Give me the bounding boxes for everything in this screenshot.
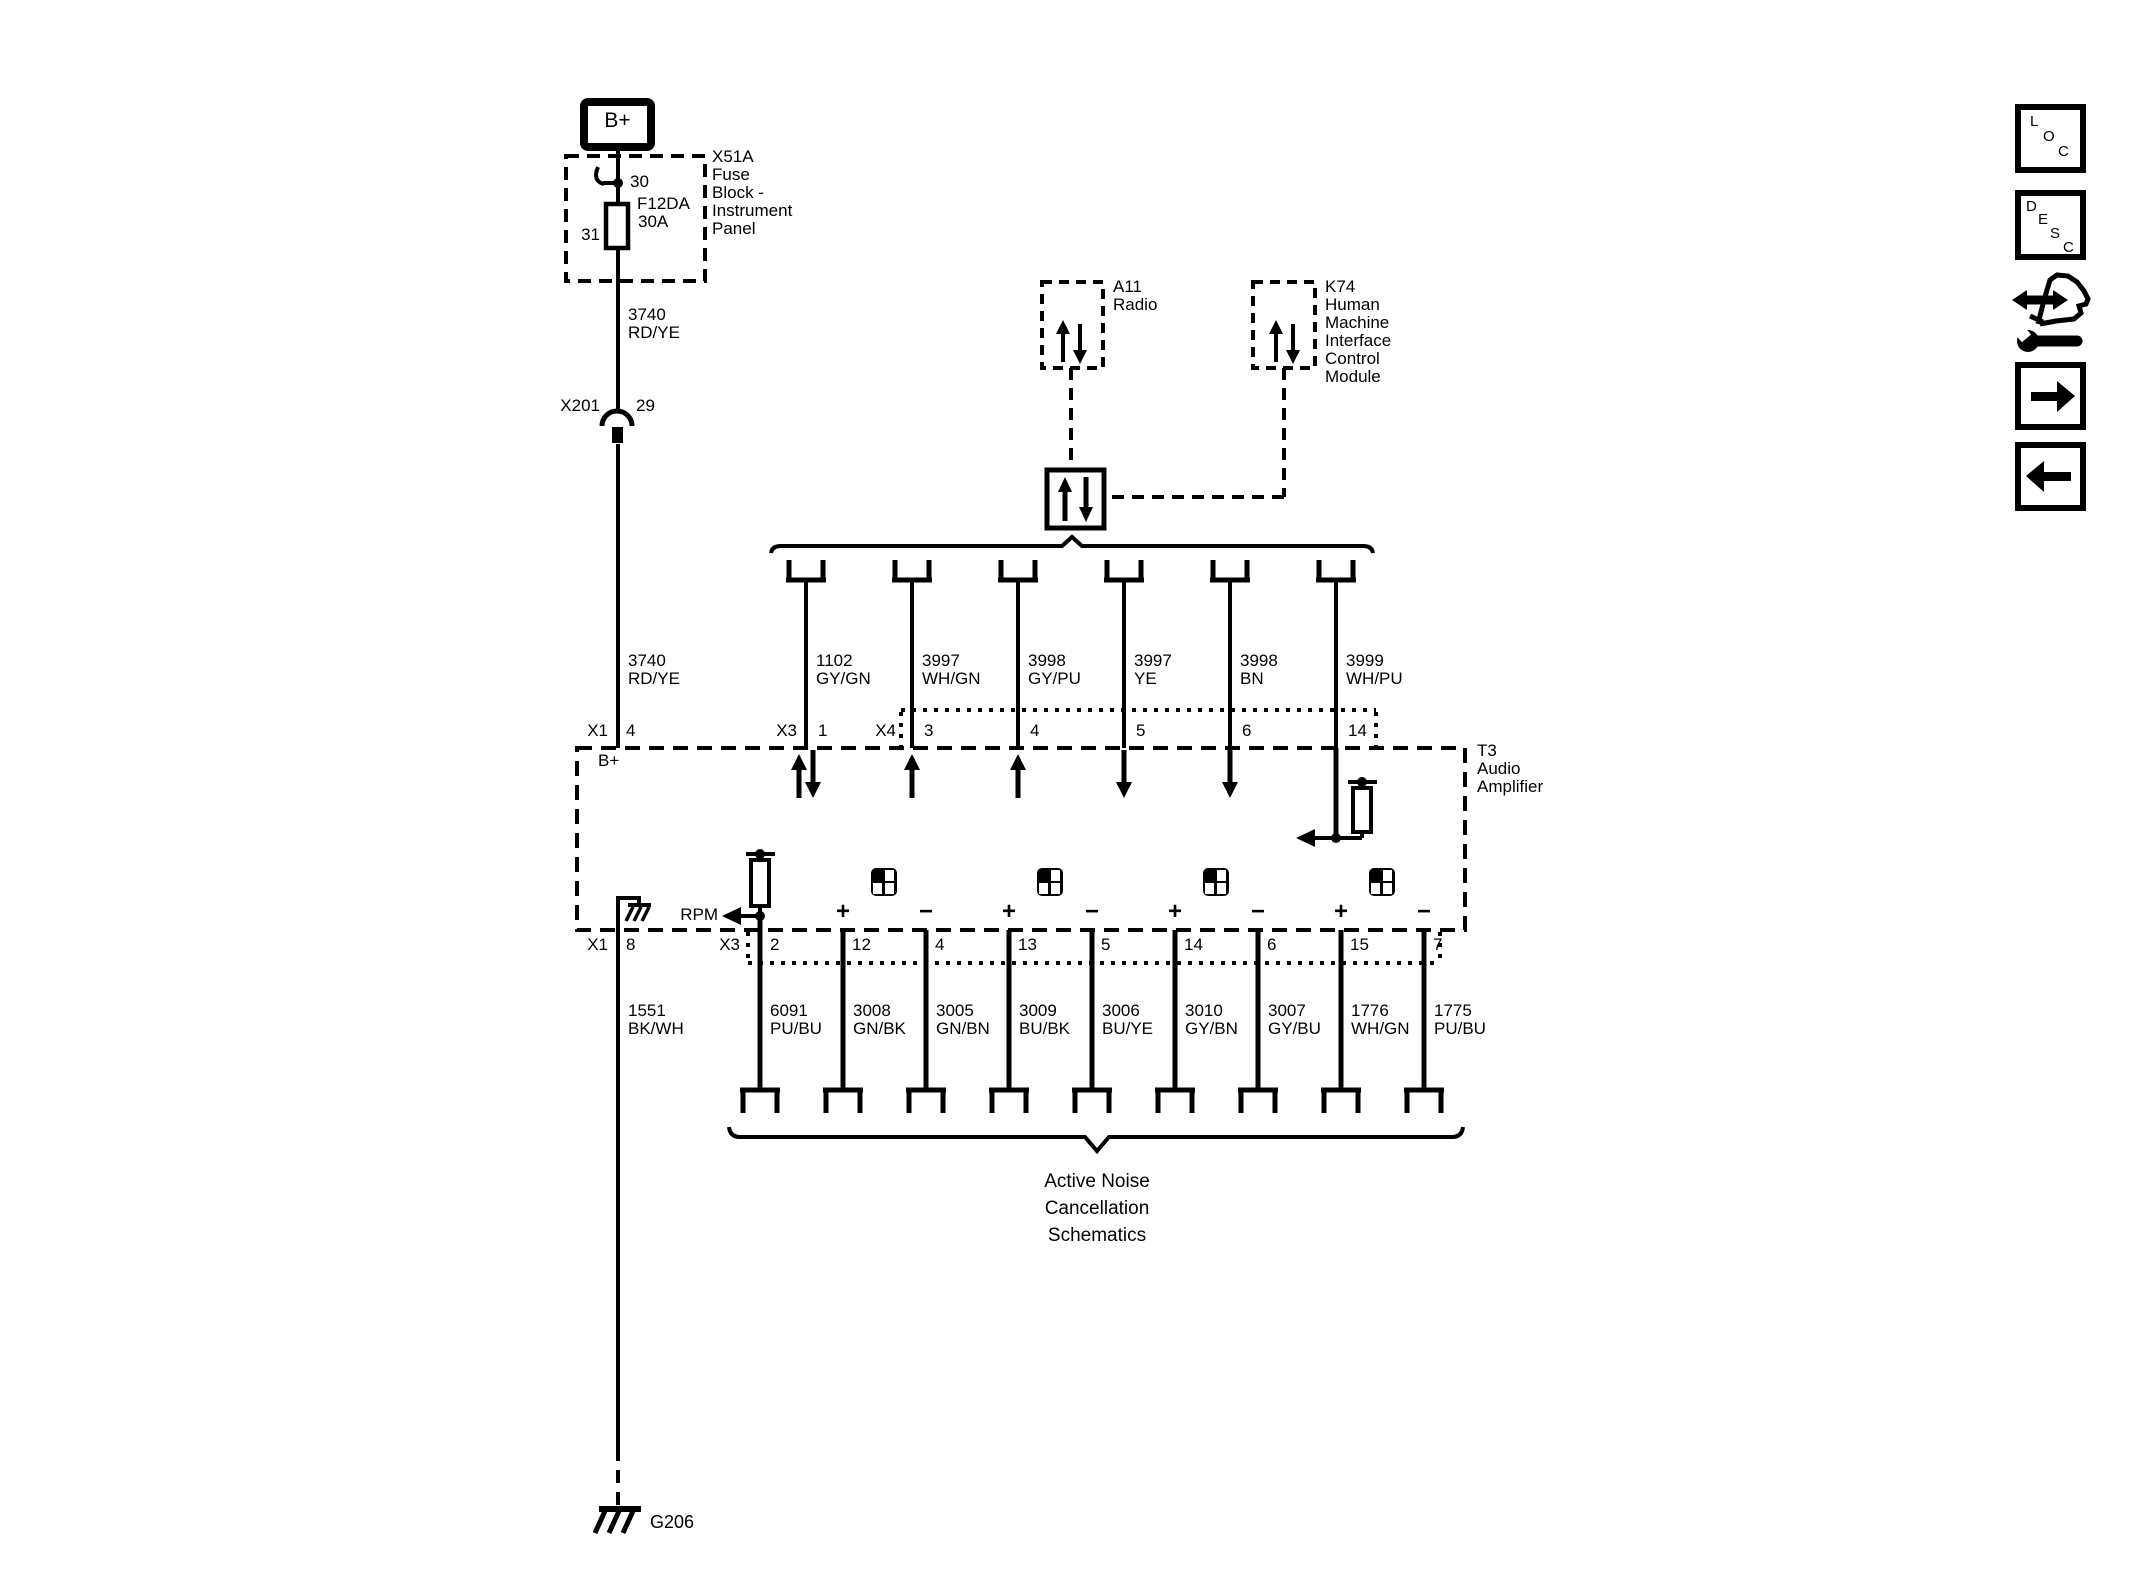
top-pin-number: 4: [626, 721, 636, 740]
fuse-block-label: X51A Fuse Block - Instrument Panel: [712, 147, 793, 238]
top-brace: [769, 534, 1375, 554]
bottom-pin-number: 12: [852, 935, 871, 954]
bottom-wire-label: 3009 BU/BK: [1019, 1001, 1071, 1038]
polarity-sign: +: [1333, 898, 1348, 925]
vehicle-service-icon[interactable]: [2012, 272, 2091, 352]
bottom-pin-number: 2: [770, 935, 780, 954]
desc-letter: E: [2038, 211, 2049, 228]
desc-letter: D: [2026, 198, 2037, 215]
ground-wire-label: 1551 BK/WH: [628, 1001, 684, 1038]
amp-bplus-label: B+: [598, 751, 620, 770]
desc-letter: C: [2063, 239, 2074, 256]
top-pin-number: 3: [924, 721, 934, 740]
desc-letter: S: [2050, 225, 2061, 242]
ground-run: [592, 930, 641, 1535]
top-pin-number: 1: [818, 721, 828, 740]
amp-rpm-branch: [722, 849, 775, 925]
loc-button[interactable]: [2018, 107, 2083, 170]
back-button[interactable]: [2018, 445, 2083, 508]
bottom-wire-label: 3008 GN/BK: [853, 1001, 906, 1038]
top-pin-number: 4: [1030, 721, 1040, 740]
bottom-wire-label: 3005 GN/BN: [936, 1001, 990, 1038]
bottom-pin-conn: X1: [587, 935, 608, 954]
inline-connector-id: X201: [560, 396, 600, 415]
bottom-wire-label: 3010 GY/BN: [1185, 1001, 1238, 1038]
top-fork-terminals: [786, 560, 1356, 748]
fuse-name: F12DA: [637, 194, 690, 213]
polarity-sign: +: [1167, 898, 1182, 925]
back-arrow-button[interactable]: [2015, 442, 2086, 511]
top-pin-conn: X4: [875, 721, 896, 740]
top-pin-number: 6: [1242, 721, 1252, 740]
bottom-pin-number: 7: [1433, 935, 1443, 954]
desc-button-frame[interactable]: [2015, 190, 2086, 260]
diagram-caption: Active Noise Cancellation Schematics: [1044, 1171, 1150, 1246]
bottom-pin-number: 15: [1350, 935, 1369, 954]
polarity-sign: −: [1416, 898, 1431, 925]
radio-label: A11 Radio: [1113, 277, 1158, 314]
hmi-module-label: K74 Human Machine Interface Control Modu…: [1325, 277, 1392, 386]
bottom-pin-number: 8: [626, 935, 636, 954]
top-wire-label: 3999 WH/PU: [1346, 651, 1403, 688]
bottom-wire-label: 1776 WH/GN: [1351, 1001, 1410, 1038]
amplifier-label: T3 Audio Amplifier: [1477, 741, 1544, 796]
fuse-pin-31: 31: [581, 225, 600, 244]
vehicle-service-button[interactable]: [2012, 270, 2092, 352]
forward-button[interactable]: [2018, 365, 2083, 427]
battery-positive-label: B+: [604, 109, 631, 132]
bottom-pin-number: 4: [935, 935, 945, 954]
top-wire-label: 3998 BN: [1240, 651, 1278, 688]
loc-letter: O: [2043, 128, 2055, 145]
forward-arrow-button[interactable]: [2015, 362, 2086, 430]
fuse-block-outline: [564, 154, 707, 410]
hmi-module-box: [1104, 280, 1317, 499]
polarity-sign: −: [918, 898, 933, 925]
top-wire-label: 1102 GY/GN: [816, 651, 871, 688]
polarity-sign: −: [1084, 898, 1099, 925]
bottom-pin-conn: X3: [719, 935, 740, 954]
amp-sense-branch: [1296, 748, 1377, 847]
loc-button-frame[interactable]: [2015, 104, 2086, 173]
serial-data-box: [1044, 467, 1107, 531]
fuse-rating: 30A: [638, 212, 669, 231]
bottom-pin-number: 13: [1018, 935, 1037, 954]
bottom-pin-number: 6: [1267, 935, 1277, 954]
battery-wire-label-upper: 3740 RD/YE: [628, 305, 680, 342]
loc-letter: L: [2030, 113, 2039, 130]
inline-connector-pin: 29: [636, 396, 655, 415]
desc-button[interactable]: [2018, 193, 2083, 257]
bottom-wires: [757, 918, 1427, 1088]
bottom-wire-label: 3006 BU/YE: [1102, 1001, 1154, 1038]
amplifier-outline: [575, 708, 1467, 965]
fuse-pin-30: 30: [630, 172, 649, 191]
top-pin-number: 14: [1348, 721, 1367, 740]
battery-wire-label-lower: 3740 RD/YE: [628, 651, 680, 688]
bottom-wire-label: 1775 PU/BU: [1434, 1001, 1486, 1038]
bottom-brace: [727, 1126, 1465, 1155]
top-wire-label: 3997 YE: [1134, 651, 1172, 688]
top-pin-conn: X3: [776, 721, 797, 740]
bottom-pin-number: 14: [1184, 935, 1203, 954]
polarity-sign: +: [835, 898, 850, 925]
amp-internal-ground: [616, 896, 651, 930]
polarity-sign: +: [1001, 898, 1016, 925]
top-wire-label: 3998 GY/PU: [1028, 651, 1081, 688]
loc-letter: C: [2058, 143, 2069, 160]
ground-id-label: G206: [650, 1512, 695, 1532]
bottom-wire-label: 6091 PU/BU: [770, 1001, 822, 1038]
top-pin-conn: X1: [587, 721, 608, 740]
top-wire-label: 3997 WH/GN: [922, 651, 981, 688]
speaker-channel-icons: [871, 868, 1395, 896]
bottom-pin-number: 5: [1101, 935, 1111, 954]
amp-signal-arrows: [791, 750, 1238, 798]
bottom-fork-terminals: [740, 1087, 1444, 1113]
polarity-sign: −: [1250, 898, 1265, 925]
amp-rpm-label: RPM: [680, 905, 718, 924]
radio-box: [1040, 280, 1105, 470]
top-pin-number: 5: [1136, 721, 1146, 740]
inline-connector-symbol: [599, 408, 635, 748]
bottom-wire-label: 3007 GY/BU: [1268, 1001, 1321, 1038]
